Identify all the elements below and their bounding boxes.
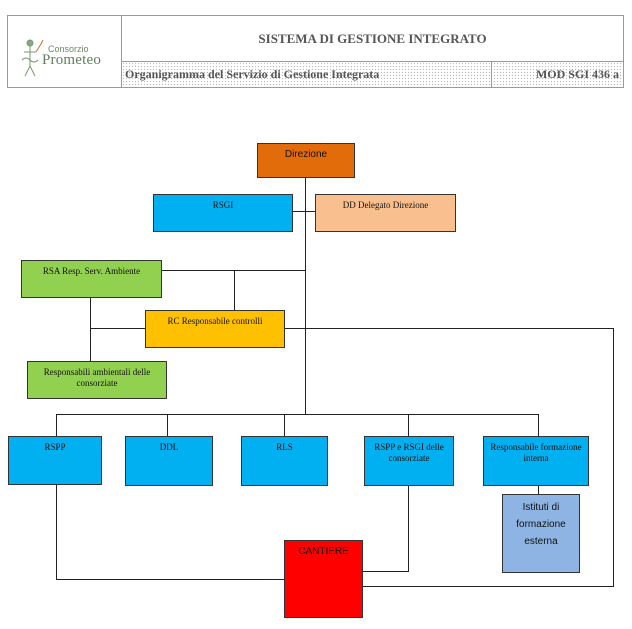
node-rsgi-label: RSGI <box>212 200 234 210</box>
node-resp-formazione-label: Responsabile formazione interna <box>490 442 582 463</box>
logo: Consorzio Prometeo <box>8 16 122 87</box>
node-rc-label: RC Responsabile controlli <box>167 316 263 326</box>
document-title: SISTEMA DI GESTIONE INTEGRATO <box>122 16 623 62</box>
node-cantiere: CANTIERE <box>284 540 363 618</box>
node-istituti: Istituti di formazione esterna <box>502 494 580 573</box>
node-rc: RC Responsabile controlli <box>145 310 285 348</box>
logo-emblem-icon <box>21 39 44 77</box>
node-ddl: DDL <box>125 436 213 486</box>
node-ddl-label: DDL <box>159 442 179 452</box>
node-rspp-label: RSPP <box>44 442 66 452</box>
document-subtitle: Organigramma del Servizio di Gestione In… <box>122 62 492 87</box>
node-rsgi: RSGI <box>153 194 293 232</box>
node-direzione: Direzione <box>257 143 355 178</box>
document-header: Consorzio Prometeo SISTEMA DI GESTIONE I… <box>7 15 624 88</box>
logo-title: Prometeo <box>42 52 102 68</box>
node-dd-delegato: DD Delegato Direzione <box>315 194 456 232</box>
node-cantiere-label: CANTIERE <box>298 546 349 557</box>
node-dd-delegato-label: DD Delegato Direzione <box>342 200 429 210</box>
node-responsabili-ambientali: Responsabili ambientali delle consorziat… <box>27 361 167 399</box>
node-direzione-label: Direzione <box>284 149 328 160</box>
node-istituti-label: Istituti di formazione esterna <box>516 502 566 547</box>
node-rspp-rsgi: RSPP e RSGI delle consorziate <box>364 436 454 486</box>
node-resp-formazione: Responsabile formazione interna <box>483 436 589 486</box>
node-rls: RLS <box>241 436 328 486</box>
node-rls-label: RLS <box>276 442 293 452</box>
node-rsa: RSA Resp. Serv. Ambiente <box>21 260 162 298</box>
node-rsa-label: RSA Resp. Serv. Ambiente <box>42 266 141 276</box>
node-rspp-rsgi-label: RSPP e RSGI delle consorziate <box>374 442 444 463</box>
module-code: MOD SGI 436 a <box>493 62 623 87</box>
node-responsabili-ambientali-label: Responsabili ambientali delle consorziat… <box>43 367 151 388</box>
node-rspp: RSPP <box>8 436 102 485</box>
logo-subtitle: Consorzio <box>48 44 89 54</box>
